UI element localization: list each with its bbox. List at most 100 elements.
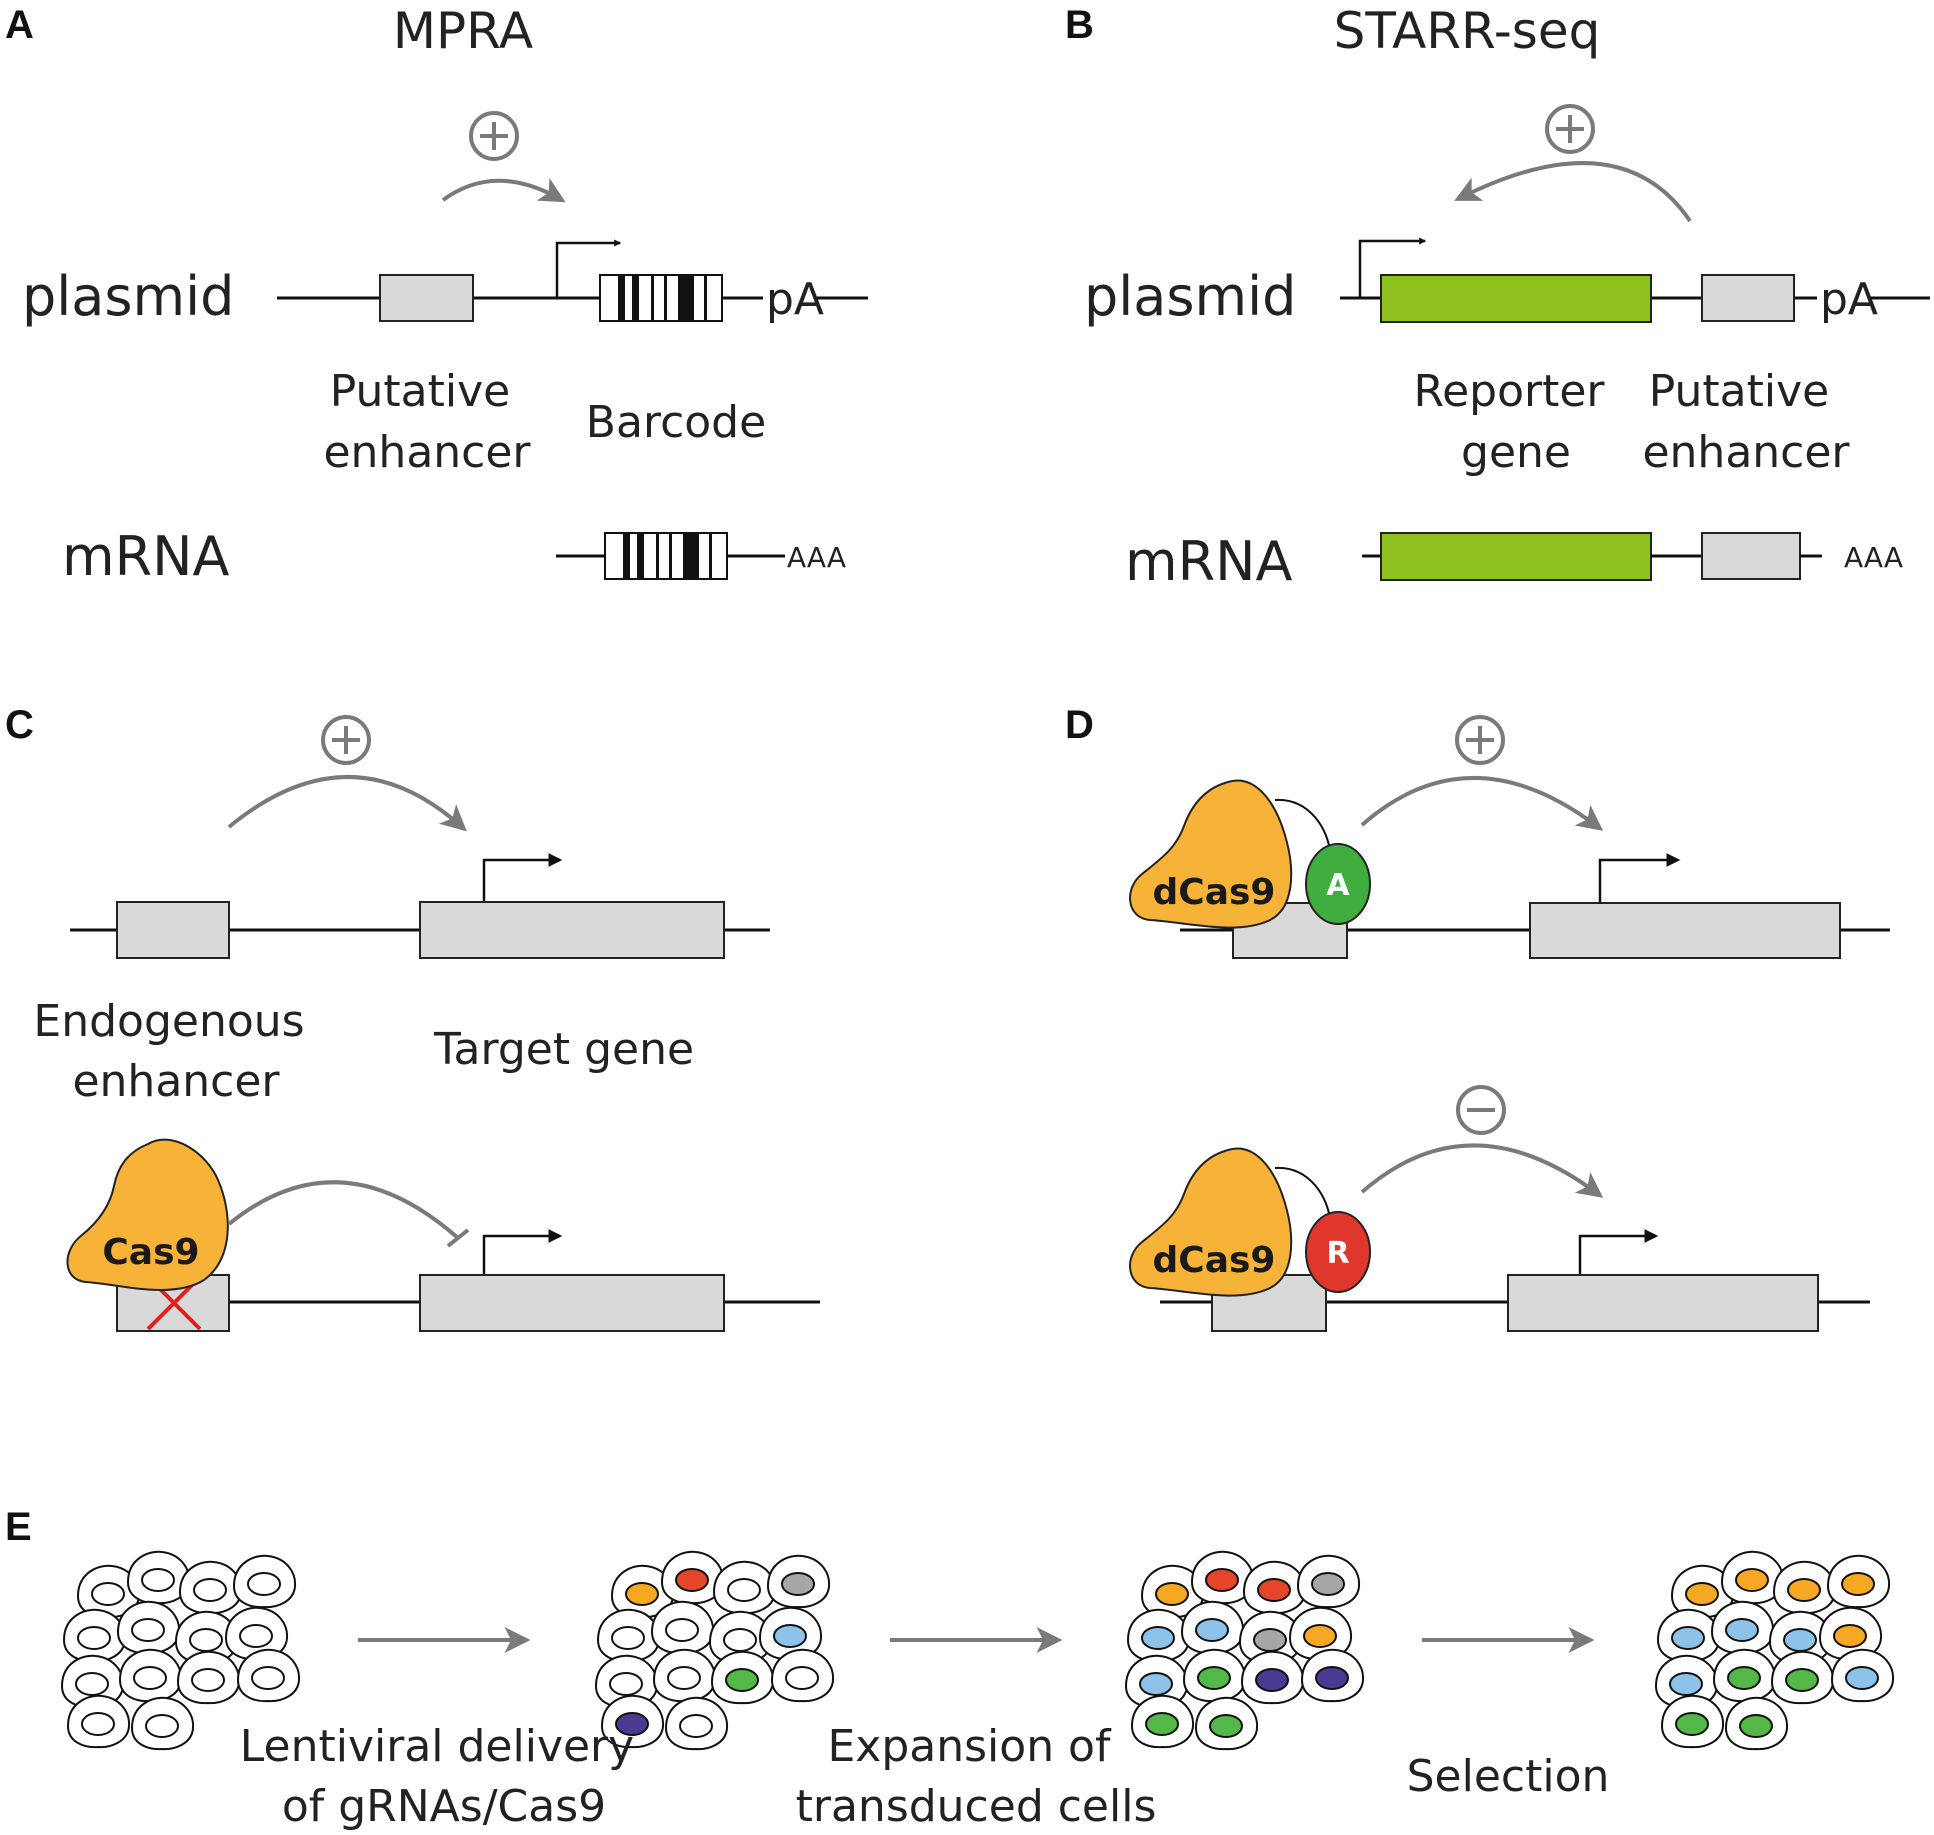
panel-b-letter: B [1065,3,1094,47]
cell-nucleus-blue [1725,1618,1759,1642]
promoter-arrow-icon [482,853,563,902]
step-lentiviral-delivery-label: Lentiviral delivery of gRNAs/Cas9 [240,1721,648,1832]
cell-nucleus-blue [1669,1672,1703,1696]
cell [176,1650,241,1705]
barcode-label: Barcode [586,397,766,448]
cell [1654,1654,1719,1709]
cell [1818,1606,1883,1661]
cell-group-untransduced [60,1550,301,1751]
cell-group-expanded [1124,1550,1365,1751]
reporter-gene-label: Reporter gene [1413,366,1618,478]
cell [766,1554,831,1609]
cell-nucleus-orange [1303,1624,1337,1648]
cell [650,1600,715,1655]
cell-nucleus-white [611,1626,645,1650]
cell-nucleus-orange [1787,1578,1821,1602]
cell-nucleus-white [133,1666,167,1690]
activation-arc-arrow [1360,776,1604,831]
cell-nucleus-white [723,1628,757,1652]
cell-nucleus-red [675,1568,709,1592]
cell-nucleus-white [75,1672,109,1696]
cell [1772,1560,1837,1615]
pa-label: pA [1820,274,1878,325]
cell-nucleus-green [1785,1668,1819,1692]
cell-nucleus-grey [781,1572,815,1596]
cell [1724,1696,1789,1751]
cell-nucleus-white [665,1618,699,1642]
cell [596,1608,661,1663]
cell-nucleus-green [725,1668,759,1692]
dcas9-protein [1129,779,1293,929]
cell [610,1564,675,1619]
cell-nucleus-white [609,1672,643,1696]
endogenous-enhancer-label: Endogenous enhancer [33,996,318,1107]
cell [1124,1654,1189,1709]
cell [1826,1554,1891,1609]
cell-nucleus-green [1209,1714,1243,1738]
cell [130,1696,195,1751]
cell [1296,1554,1361,1609]
promoter-arrow-icon [482,1229,563,1275]
target-gene-box [1529,902,1841,959]
cell [1660,1694,1725,1749]
cell-nucleus-white [81,1712,115,1736]
panel-d-letter: D [1065,703,1094,747]
cell [652,1648,717,1703]
cell-nucleus-green [1145,1712,1179,1736]
target-gene-box [419,901,725,959]
panel-c-letter: C [5,703,34,747]
promoter-arrow-icon [1358,237,1427,298]
reporter-gene-box [1380,274,1652,323]
dcas9-label: dCas9 [1153,872,1276,913]
cell-nucleus-white [667,1666,701,1690]
target-gene-box [1507,1274,1819,1332]
promoter-arrow-icon [1578,1229,1659,1275]
putative-enhancer-label: Putative enhancer [323,366,531,478]
cell [1238,1610,1303,1665]
cell [174,1610,239,1665]
polya-label: AAA [1844,541,1903,574]
cell [236,1648,301,1703]
activation-plus-icon [1545,104,1595,154]
cell-nucleus-orange [1841,1572,1875,1596]
cell [1182,1648,1247,1703]
repression-arc-icon [227,1180,460,1240]
dcas9-label: dCas9 [1153,1240,1276,1281]
cell [178,1560,243,1615]
promoter-arrow-icon [1598,853,1681,903]
cell-nucleus-blue [1783,1628,1817,1652]
repression-minus-icon [1456,1085,1506,1135]
cell-nucleus-white [193,1578,227,1602]
cell-nucleus-white [239,1624,273,1648]
mrna-label: mRNA [1125,530,1293,593]
repression-arc-arrow [1360,1143,1604,1198]
activation-arc-arrow [441,178,566,203]
cell-nucleus-orange [625,1582,659,1606]
cell-nucleus-green [1197,1666,1231,1690]
cell-nucleus-blue [1845,1666,1879,1690]
dcas9-protein [1129,1147,1293,1297]
mrna-barcode-box [604,532,728,580]
activation-plus-icon [1455,715,1505,765]
promoter-arrow-icon [555,239,622,298]
cell [1130,1694,1195,1749]
cell-nucleus-white [191,1668,225,1692]
cell-nucleus-blue [1195,1618,1229,1642]
panel-e-letter: E [5,1505,32,1549]
panel-b: B STARR-seq plasmid pA Reporter gene Put… [1065,2,1930,593]
cas9-label: Cas9 [102,1232,199,1273]
putative-enhancer-box [1701,274,1795,322]
cell-nucleus-white [141,1568,175,1592]
cell-nucleus-purple [615,1712,649,1736]
cell [232,1554,297,1609]
cell-nucleus-white [91,1582,125,1606]
cell-group-transduced [594,1550,835,1751]
cell-nucleus-orange [1833,1624,1867,1648]
cell-nucleus-white [77,1626,111,1650]
cell [1194,1696,1259,1751]
step-expansion-label: Expansion of transduced cells [796,1721,1157,1832]
cell [758,1606,823,1661]
cell [62,1608,127,1663]
cell-nucleus-blue [1671,1626,1705,1650]
cell [1712,1648,1777,1703]
